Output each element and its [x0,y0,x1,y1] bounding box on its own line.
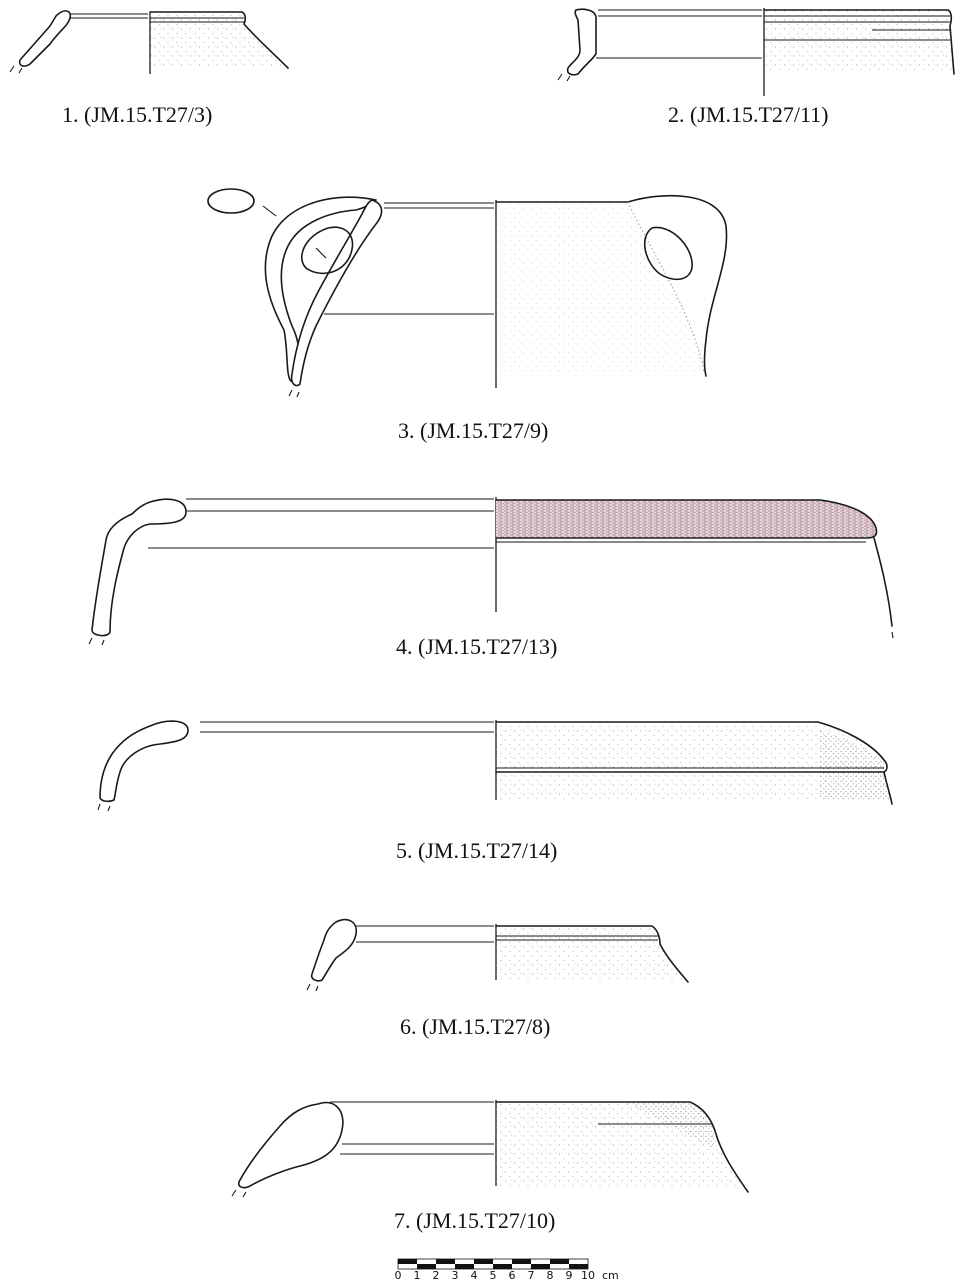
scale-tick-label: 6 [509,1269,516,1282]
scale-tick-label: 5 [490,1269,497,1282]
figure-caption-5: 5. (JM.15.T27/14) [396,838,558,863]
figure-caption-6: 6. (JM.15.T27/8) [400,1014,551,1039]
scale-tick-label: 9 [566,1269,573,1282]
scale-tick-label: 8 [547,1269,554,1282]
scale-frame [397,1258,589,1270]
figure-caption-4: 4. (JM.15.T27/13) [396,634,558,659]
scale-segment [455,1264,474,1269]
figure-caption-1: 1. (JM.15.T27/3) [62,102,213,127]
scale-tick-label: 10 [581,1269,595,1282]
scale-segment [436,1259,455,1264]
vessel-drawing-1 [9,10,289,74]
scale-segment [550,1259,569,1264]
vessel-drawing-7 [231,1100,749,1198]
scale-unit-label: cm [602,1269,619,1282]
scale-tick-label: 1 [414,1269,421,1282]
scale-segment [569,1264,588,1269]
figure-caption-7: 7. (JM.15.T27/10) [394,1208,556,1233]
figure-caption-2: 2. (JM.15.T27/11) [668,102,829,127]
scale-tick-label: 4 [471,1269,478,1282]
scale-tick-label: 2 [433,1269,440,1282]
scale-segment [417,1264,436,1269]
vessel-drawing-3 [207,188,728,398]
scale-tick-label: 0 [395,1269,402,1282]
scale-segment [531,1264,550,1269]
vessel-drawing-4 [88,497,894,646]
scale-segment [512,1259,531,1264]
scale-segment [398,1259,417,1264]
vessel-drawing-2 [557,8,955,96]
scale-segment [493,1264,512,1269]
vessel-drawing-6 [306,918,689,992]
vessel-drawing-5 [97,720,893,812]
scale-tick-label: 3 [452,1269,459,1282]
figure-caption-3: 3. (JM.15.T27/9) [398,418,549,443]
scale-tick-label: 7 [528,1269,535,1282]
scale-segment [474,1259,493,1264]
